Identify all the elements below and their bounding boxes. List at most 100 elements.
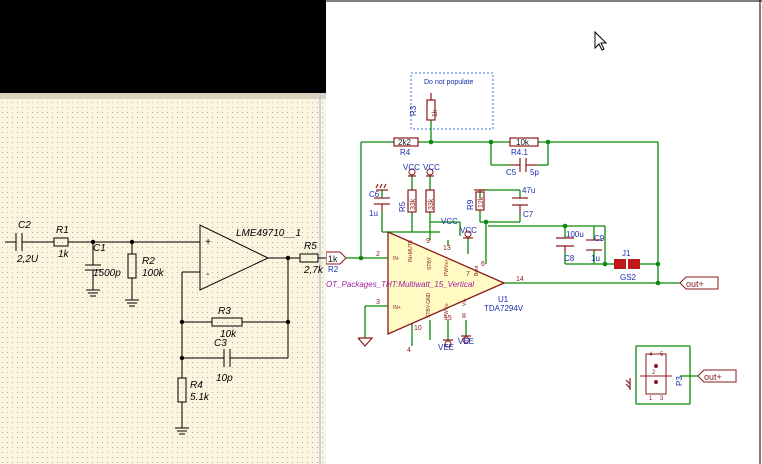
ruler-bar xyxy=(0,93,326,99)
c9-value: 1u xyxy=(591,254,600,263)
p3-pin-2: 2 xyxy=(652,370,656,376)
c9-ref: C9 xyxy=(594,234,605,243)
r6-value: 33k xyxy=(428,198,435,210)
pin-name-stby: STBY xyxy=(427,256,433,270)
out-label-text-1: out+ xyxy=(686,279,704,289)
footprint-label: OT_Packages_THT:Multiwatt_15_Vertical xyxy=(326,280,474,289)
c5-value: 5p xyxy=(530,168,539,177)
pin-4: 4 xyxy=(407,347,411,354)
pin-15: 15 xyxy=(444,315,452,322)
r4-ref: R4 xyxy=(400,148,411,157)
c1-value: 1500p xyxy=(93,268,121,279)
vcc-label-4: VCC xyxy=(460,226,477,235)
r3-ref: R3 xyxy=(409,105,418,116)
r4-value: 5.1k xyxy=(190,392,210,403)
pin-7: 7 xyxy=(466,271,470,278)
pin-6: 6 xyxy=(481,261,485,268)
vcc-label-2: VCC xyxy=(423,163,440,172)
pin-name-pwvs-pos: PWVs+ xyxy=(444,259,450,276)
c3-value: 10p xyxy=(216,373,233,384)
j1-jumper[interactable] xyxy=(614,259,640,269)
c3-label: C3 xyxy=(214,338,227,349)
pin-3: 3 xyxy=(376,299,380,306)
opamp-label: LME49710__1 xyxy=(236,228,301,239)
p3-pin-1: 1 xyxy=(649,396,653,402)
dark-panel xyxy=(0,0,326,93)
pin-2: 2 xyxy=(376,251,380,258)
r41-ref: R4.1 xyxy=(511,148,528,157)
p3-pin-3: 3 xyxy=(660,396,664,402)
opamp-minus: - xyxy=(206,269,210,280)
c6-value: 1u xyxy=(369,209,378,218)
dnp-text: Do not populate xyxy=(424,79,474,86)
pin-name-stby-gnd: STBY-GND xyxy=(426,292,432,318)
r4-value: 2k2 xyxy=(398,138,411,147)
pin-name-vs-neg: Vs- xyxy=(462,298,468,306)
r2-input-value: 1k xyxy=(328,254,338,264)
r5-resistor[interactable] xyxy=(407,189,417,213)
r5-value: 2,7k xyxy=(303,265,324,276)
pin-name-boot: Boot xyxy=(474,265,480,276)
r5-label: R5 xyxy=(304,241,317,252)
pin-name-pwvs-neg: PWVs- xyxy=(444,302,450,318)
c2-label: C2 xyxy=(18,220,31,231)
r3-label: R3 xyxy=(218,306,231,317)
mouse-cursor-icon xyxy=(594,30,608,51)
r4-label: R4 xyxy=(190,380,203,391)
opamp-triangle[interactable] xyxy=(199,224,270,291)
out-label-1[interactable] xyxy=(679,276,719,290)
vcc-pin-2 xyxy=(426,168,434,176)
r3-value: 10k xyxy=(220,329,237,340)
pin-name-in-plus: IN+ xyxy=(393,305,401,311)
right-schematic-canvas[interactable]: Do not populate xyxy=(326,0,762,464)
r9-value: 12k xyxy=(478,196,485,208)
c8-value: 100u xyxy=(566,230,584,239)
pin-9: 9 xyxy=(426,238,430,245)
pin-10: 10 xyxy=(414,325,422,332)
tda7294-ic[interactable] xyxy=(387,231,506,335)
c6-ref: C6 xyxy=(369,190,380,199)
pin-13: 13 xyxy=(443,245,451,252)
r41-value: 10k xyxy=(516,138,530,147)
r1-label: R1 xyxy=(56,225,69,236)
r3-value: 1k xyxy=(432,109,439,117)
pin-name-mute: IN+MUTE xyxy=(408,239,414,262)
j1-ref: J1 xyxy=(622,249,631,258)
r4-resistor[interactable] xyxy=(393,137,419,147)
vee-pin-2 xyxy=(462,336,470,344)
vee-label-2: VEE xyxy=(458,337,474,346)
pin-8: 8 xyxy=(462,313,466,320)
r9-resistor[interactable] xyxy=(475,191,485,211)
r1-value: 1k xyxy=(58,249,70,260)
r9-ref: R9 xyxy=(466,199,475,210)
p3-connector[interactable] xyxy=(645,353,667,395)
r41-resistor[interactable] xyxy=(509,137,539,147)
r2-input-tag[interactable] xyxy=(326,251,347,265)
wires xyxy=(346,120,698,405)
junctions xyxy=(358,139,661,286)
pin-name-in-minus: IN- xyxy=(393,256,400,262)
r2-input-ref: R2 xyxy=(328,265,339,274)
p3-ref: P3 xyxy=(675,376,684,386)
c7-value: 47u xyxy=(522,186,535,195)
gs2-label: GS2 xyxy=(620,273,637,282)
opamp-plus: + xyxy=(205,237,211,248)
vee-pin-1 xyxy=(444,340,452,348)
c8-ref: C8 xyxy=(564,254,575,263)
r6-resistor[interactable] xyxy=(425,189,435,213)
left-schematic-canvas[interactable]: C2 2,2U R1 1k C1 1500p R2 100k LME49710_… xyxy=(0,0,326,464)
u1-ref: U1 xyxy=(498,295,509,304)
p3-pin-4: 4 xyxy=(649,352,653,358)
vcc-pin-3 xyxy=(464,230,472,238)
out-label-2[interactable] xyxy=(697,369,737,383)
r5-ref: R5 xyxy=(398,201,407,212)
r5-value: 33k xyxy=(410,198,417,210)
dnp-box xyxy=(410,72,494,130)
vcc-label-1: VCC xyxy=(403,163,420,172)
out-label-text-2: out+ xyxy=(704,372,722,382)
vee-label-1: VEE xyxy=(438,343,454,352)
grid-background xyxy=(0,93,326,464)
vcc-pin-1 xyxy=(408,168,416,176)
c1-label: C1 xyxy=(93,243,106,254)
p3-pin-5: 5 xyxy=(660,352,664,358)
